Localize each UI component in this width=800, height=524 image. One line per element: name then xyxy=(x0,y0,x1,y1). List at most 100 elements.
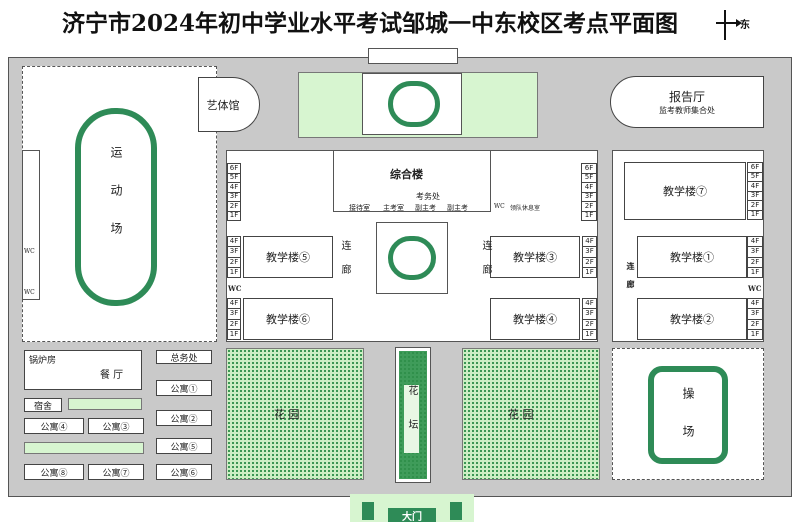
building-label: 教学楼⑤ xyxy=(266,251,310,264)
floor-label: 2F xyxy=(748,258,762,268)
floor-label: 2F xyxy=(583,258,596,268)
gym-label: 艺体馆 xyxy=(206,98,240,112)
floor-label: 4F xyxy=(748,299,762,310)
zonghe-label: 综合楼 xyxy=(390,168,423,181)
building-label: 教学楼⑥ xyxy=(266,313,310,326)
garden-west xyxy=(226,348,364,480)
teaching-building-2: 教学楼② xyxy=(637,298,747,340)
floor-label: 6F xyxy=(582,164,596,174)
dorm: 宿舍 xyxy=(24,398,62,412)
apartment-8: 公寓⑧ xyxy=(24,464,84,480)
floor-label: 4F xyxy=(748,237,762,248)
running-track xyxy=(75,108,157,306)
floor-label: 5F xyxy=(582,174,596,183)
apartment-3: 公寓③ xyxy=(88,418,144,434)
apartment-5: 公寓⑤ xyxy=(156,438,212,454)
floor-label: 4F xyxy=(228,237,240,248)
map-title: 济宁市2024年初中学业水平考试邹城一中东校区考点平面图 xyxy=(61,10,678,37)
playground-track xyxy=(648,366,728,464)
floor-label: 4F xyxy=(748,182,762,192)
compass-icon xyxy=(716,10,742,40)
wc-label: WC xyxy=(494,203,505,210)
apartment-7: 公寓⑦ xyxy=(88,464,144,480)
floor-label: 1F xyxy=(229,211,239,220)
apartment-2: 公寓② xyxy=(156,410,212,426)
main-gate: 大门 xyxy=(388,508,436,523)
floor-label: 4F xyxy=(228,299,240,310)
floor-label: 5F xyxy=(748,173,762,182)
floor-label: 1F xyxy=(584,211,594,220)
floor-label: 1F xyxy=(750,267,760,276)
floor-label: 2F xyxy=(228,320,240,330)
building-label: 教学楼② xyxy=(670,313,714,326)
floor-label: 6F xyxy=(748,163,762,173)
apartment-1: 公寓① xyxy=(156,380,212,396)
building-label: 教学楼③ xyxy=(513,251,557,264)
gym-building: 艺体馆 xyxy=(198,77,260,132)
floor-label: 4F xyxy=(583,237,596,248)
floor-label: 2F xyxy=(748,201,762,211)
teaching-building-7: 教学楼⑦ xyxy=(624,162,746,220)
wc-label: WC xyxy=(24,289,35,296)
canteen-label: 餐 厅 xyxy=(100,370,124,381)
lawn-strip xyxy=(68,398,142,410)
apartment-label: 公寓⑧ xyxy=(40,468,68,479)
floor-label: 3F xyxy=(748,247,762,258)
floor-label: 4F xyxy=(228,182,240,193)
gate-pillar xyxy=(450,502,462,520)
building-label: 教学楼① xyxy=(670,251,714,264)
floor-label: 2F xyxy=(748,320,762,330)
floor-label: 5F xyxy=(228,173,240,183)
apartment-6: 公寓⑥ xyxy=(156,464,212,480)
floor-label: 2F xyxy=(583,320,596,330)
floor-label: 1F xyxy=(750,329,760,338)
corridor-label: 连廊 xyxy=(626,262,636,298)
boiler-label: 锅炉房 xyxy=(29,356,57,366)
garden-label: 花 园 xyxy=(508,408,534,421)
playground-label: 操场 xyxy=(681,387,695,463)
teaching-building-6: 教学楼⑥ xyxy=(243,298,333,340)
compass-east-label: 东 xyxy=(740,20,750,31)
apartment-label: 公寓⑤ xyxy=(170,442,198,453)
apartment-label: 公寓⑦ xyxy=(102,468,130,479)
north-fountain xyxy=(388,81,440,127)
teaching-building-5: 教学楼⑤ xyxy=(243,236,333,278)
lawn-strip xyxy=(24,442,144,454)
floor-label: 4F xyxy=(582,183,596,193)
wc-label: WC xyxy=(24,248,35,255)
jiedai-label: 接待室 xyxy=(349,204,370,212)
floor-label: 3F xyxy=(583,309,596,320)
main-gate-label: 大门 xyxy=(402,511,422,523)
wc-label: WC xyxy=(228,284,242,293)
corridor-label: 连廊 xyxy=(339,240,350,288)
teaching-building-3: 教学楼③ xyxy=(490,236,580,278)
fuzhukao-label: 副主考 xyxy=(415,204,436,212)
floor-label: 1F xyxy=(585,329,594,338)
garden-label: 花 园 xyxy=(274,408,300,421)
apartment-label: 公寓② xyxy=(170,414,198,425)
floor-label: 1F xyxy=(229,267,239,276)
floor-label: 2F xyxy=(228,258,240,268)
garden-east xyxy=(462,348,600,480)
central-fountain xyxy=(388,236,436,280)
floor-label: 1F xyxy=(229,329,239,338)
apartment-label: 公寓④ xyxy=(40,422,68,433)
apartment-4: 公寓④ xyxy=(24,418,84,434)
fuzhukao-label: 副主考 xyxy=(447,204,468,212)
building-label: 教学楼④ xyxy=(513,313,557,326)
boiler-canteen: 锅炉房 xyxy=(24,350,142,390)
side-building xyxy=(22,150,40,300)
kaowu-label: 考务处 xyxy=(416,192,440,201)
floor-label: 1F xyxy=(750,210,760,219)
general-affairs-label: 总务处 xyxy=(170,353,198,364)
teaching-building-4: 教学楼④ xyxy=(490,298,580,340)
floor-label: 3F xyxy=(583,247,596,258)
flowerbed-label: 花坛 xyxy=(404,385,419,453)
